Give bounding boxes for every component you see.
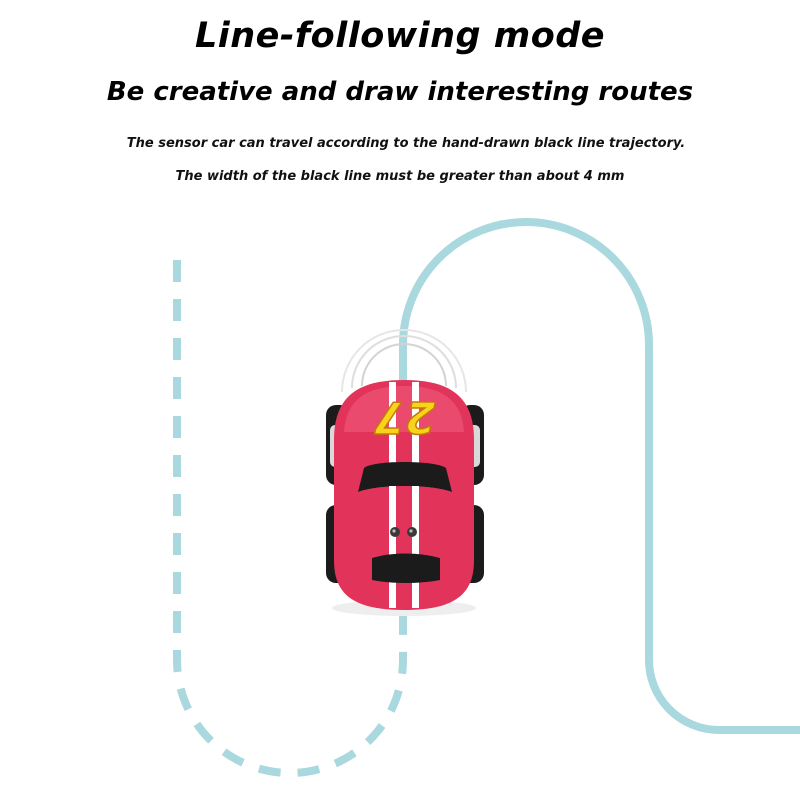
solid-route-line (399, 218, 800, 734)
dashed-route-line (173, 260, 407, 777)
page-subtitle: Be creative and draw interesting routes (106, 77, 694, 107)
sensor-car: 27 (326, 329, 484, 616)
svg-text:27: 27 (374, 391, 436, 442)
sensor-signal-icon (341, 329, 467, 393)
description-line-1: The sensor car can travel according to t… (126, 136, 686, 151)
car-windshield (358, 462, 452, 492)
page-title: Line-following mode (194, 16, 606, 56)
description-line-2: The width of the black line must be grea… (175, 169, 625, 184)
sensor-eyes (390, 527, 417, 537)
car-rear-window (372, 553, 440, 583)
car-number-badge: 27 (373, 390, 436, 443)
